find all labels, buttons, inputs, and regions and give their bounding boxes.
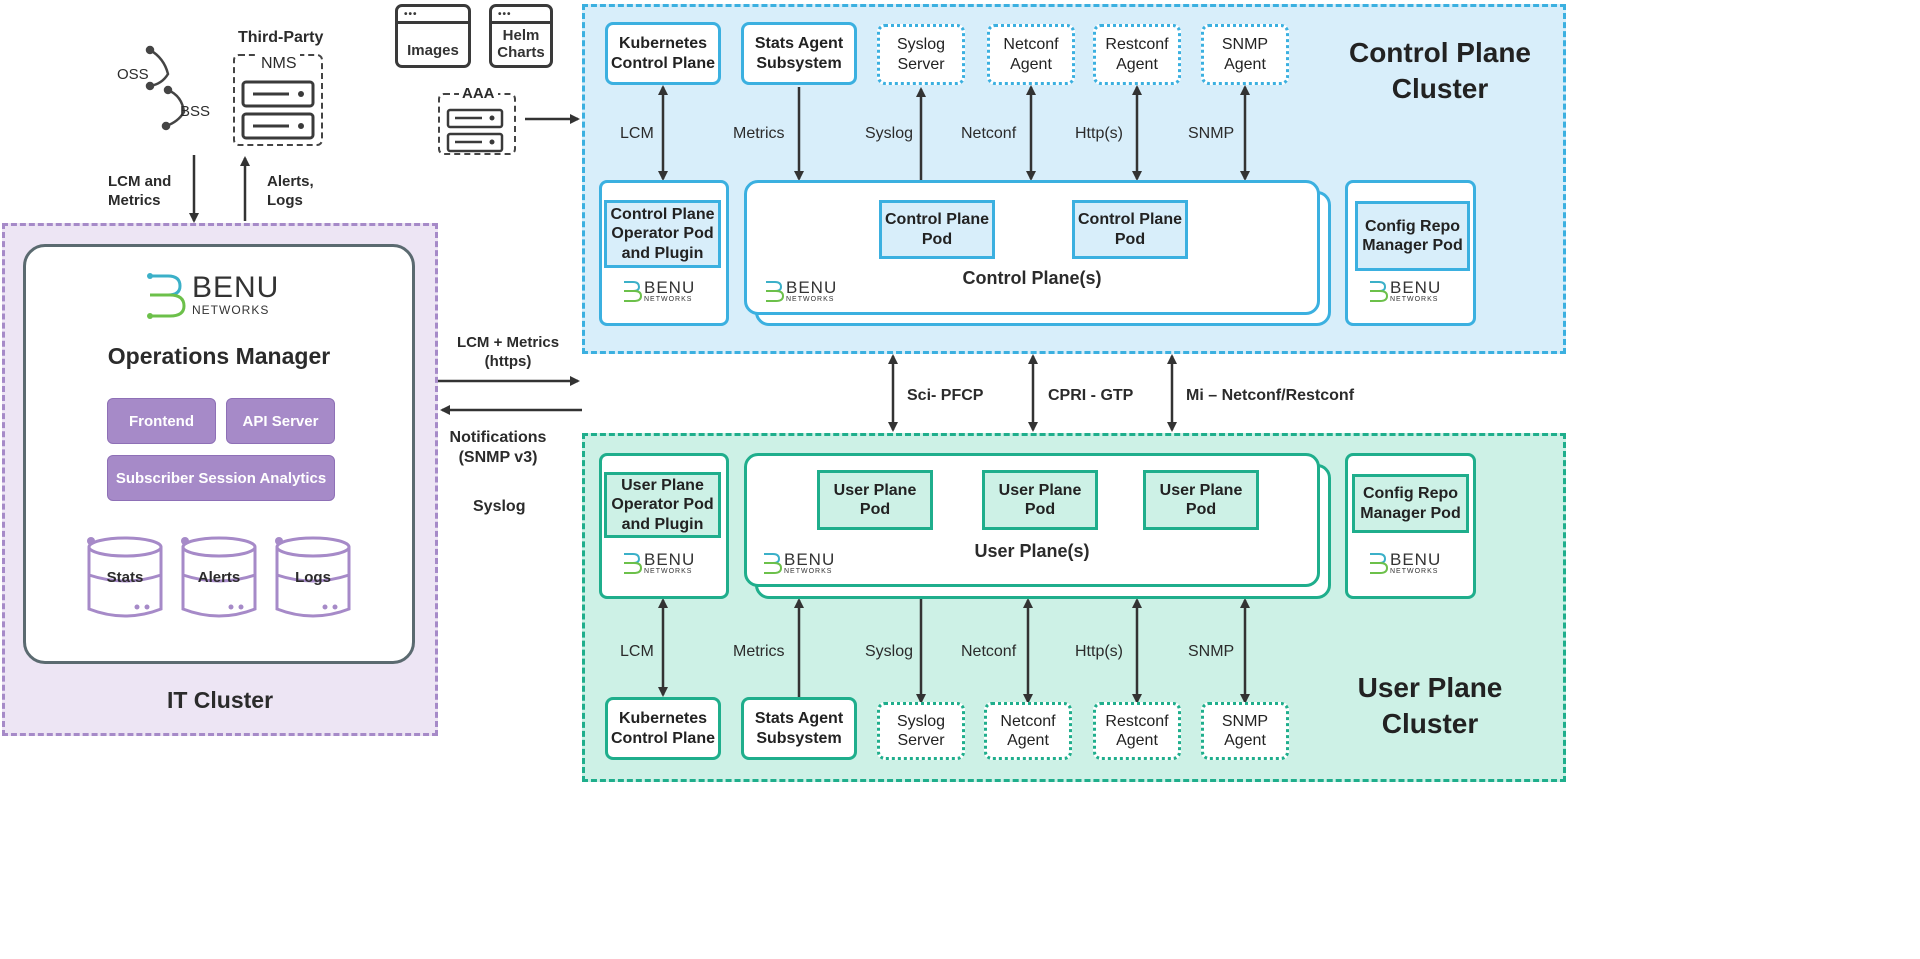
mi-netconf-restconf-label: Mi – Netconf/Restconf [1186, 387, 1355, 404]
nms-server-icon [241, 80, 315, 140]
cp-https-label: Http(s) [1075, 125, 1123, 142]
cp-lcm-label: LCM [620, 125, 654, 142]
benu-logo-icon [624, 553, 642, 574]
up-metrics-label: Metrics [733, 643, 785, 660]
it-cluster-title: IT Cluster [166, 687, 274, 713]
oss-bss-gear-icon [145, 45, 186, 131]
cp-netconf-label: Netconf [961, 125, 1017, 142]
benu-wordmark: BENU [192, 271, 280, 304]
benu-logo-icon [764, 553, 782, 574]
api-server-button[interactable]: API Server [226, 398, 335, 444]
frontend-button[interactable]: Frontend [107, 398, 216, 444]
up-https-label: Http(s) [1075, 643, 1123, 660]
notifications-label: Notifications(SNMP v3) [449, 429, 547, 466]
sci-pfcp-label: Sci- PFCP [907, 387, 984, 404]
operations-manager-title: Operations Manager [107, 343, 331, 369]
connector-layer [189, 85, 1250, 704]
cp-planes-label: Control Plane(s) [962, 268, 1102, 288]
benu-logo-icon [1370, 553, 1388, 574]
up-lcm-label: LCM [620, 643, 654, 660]
benu-logo-icon [766, 281, 784, 302]
aaa-label: AAA [459, 85, 498, 104]
database-icon-alerts [181, 536, 257, 618]
up-snmp-label: SNMP [1188, 643, 1235, 660]
up-planes-label: User Plane(s) [974, 541, 1090, 561]
lcm-metrics-https-label: LCM + Metrics(https) [456, 334, 560, 370]
logs-store-label: Logs [295, 569, 331, 586]
benu-logo-icon [147, 273, 186, 319]
benu-logo-icon [1370, 281, 1388, 302]
cp-metrics-label: Metrics [733, 125, 785, 142]
benu-logo-icon [624, 281, 642, 302]
nms-label: NMS [258, 54, 300, 74]
subscriber-session-analytics-button[interactable]: Subscriber Session Analytics [107, 455, 335, 501]
cp-snmp-label: SNMP [1188, 125, 1235, 142]
stats-store-label: Stats [106, 569, 144, 586]
syslog-middle-label: Syslog [473, 498, 526, 515]
images-window-icon: ••• Images [395, 4, 471, 68]
up-netconf-label: Netconf [961, 643, 1017, 660]
cp-syslog-label: Syslog [865, 125, 914, 142]
alerts-store-label: Alerts [197, 569, 241, 586]
bss-label: BSS [180, 103, 211, 120]
aaa-server-icon [446, 108, 504, 153]
database-icon-stats [87, 536, 163, 618]
nms-title: Third-Party [238, 29, 324, 46]
database-icon-logs [275, 536, 351, 618]
up-syslog-label: Syslog [865, 643, 914, 660]
alerts-logs-label: Alerts,Logs [267, 173, 314, 209]
oss-label: OSS [117, 66, 149, 83]
cpri-gtp-label: CPRI - GTP [1048, 387, 1134, 404]
benu-networks: NETWORKS [192, 303, 270, 317]
cp-planes-container[interactable] [744, 180, 1320, 315]
images-label: Images [407, 41, 459, 59]
benu-logo-it: BENU NETWORKS [146, 270, 279, 320]
